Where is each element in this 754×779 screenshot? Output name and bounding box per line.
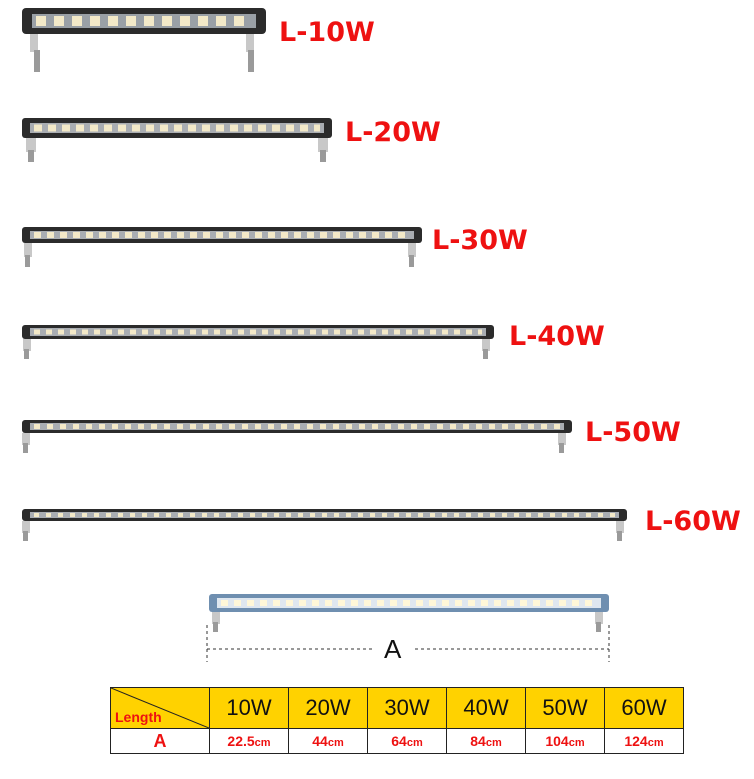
product-label-40w: L-40W [509, 321, 605, 352]
light-bar-20w-graphic [22, 118, 332, 162]
length-value: 84 [470, 733, 486, 749]
light-bar-10w-graphic [22, 8, 266, 72]
table-header-label: Length [115, 709, 162, 725]
table-cell: 124cm [604, 728, 684, 754]
length-unit: cm [485, 737, 502, 749]
length-unit: cm [568, 737, 585, 749]
table-cell: 104cm [525, 728, 605, 754]
length-unit: cm [406, 737, 423, 749]
table-row: A 22.5cm 44cm 64cm 84cm 104cm 124cm [110, 728, 684, 754]
light-bar-50w-graphic [22, 420, 572, 453]
table-col-header: 20W [288, 687, 368, 729]
light-bar-40w [20, 323, 500, 363]
table-col-header: 50W [525, 687, 605, 729]
light-bar-60w-graphic [22, 509, 627, 541]
table-col-header: 60W [604, 687, 684, 729]
table-corner-cell: Length [110, 687, 210, 729]
dimension-light-bar [207, 592, 617, 642]
product-label-30w: L-30W [432, 225, 528, 256]
table-col-header: 40W [446, 687, 526, 729]
length-value: 64 [391, 733, 407, 749]
product-label-20w: L-20W [345, 117, 441, 148]
length-unit: cm [327, 737, 344, 749]
light-bar-10w [20, 6, 270, 76]
table-cell: 64cm [367, 728, 447, 754]
length-value: 124 [624, 733, 648, 749]
length-value: 22.5 [227, 733, 255, 749]
light-bar-20w [20, 116, 340, 166]
table-col-header: 10W [209, 687, 289, 729]
table-cell: 84cm [446, 728, 526, 754]
light-bar-40w-graphic [22, 325, 494, 359]
table-header-row: Length 10W 20W 30W 40W 50W 60W [110, 687, 684, 729]
length-value: 104 [545, 733, 569, 749]
dimension-light-bar-graphic [209, 594, 609, 632]
product-label-50w: L-50W [585, 417, 681, 448]
diagonal-divider [111, 688, 209, 728]
light-bar-60w [20, 507, 635, 547]
product-label-10w: L-10W [279, 17, 375, 48]
product-label-60w: L-60W [645, 506, 741, 537]
length-unit: cm [647, 737, 664, 749]
table-col-header: 30W [367, 687, 447, 729]
table-cell: 22.5cm [209, 728, 289, 754]
length-unit: cm [254, 737, 271, 749]
light-bar-30w [20, 225, 430, 271]
light-bar-50w [20, 418, 580, 458]
spec-table: Length 10W 20W 30W 40W 50W 60W A 22.5cm … [110, 687, 684, 754]
light-bar-30w-graphic [22, 227, 422, 267]
dimension-letter: A [384, 634, 402, 664]
table-row-label: A [110, 728, 210, 754]
length-value: 44 [312, 733, 328, 749]
table-cell: 44cm [288, 728, 368, 754]
